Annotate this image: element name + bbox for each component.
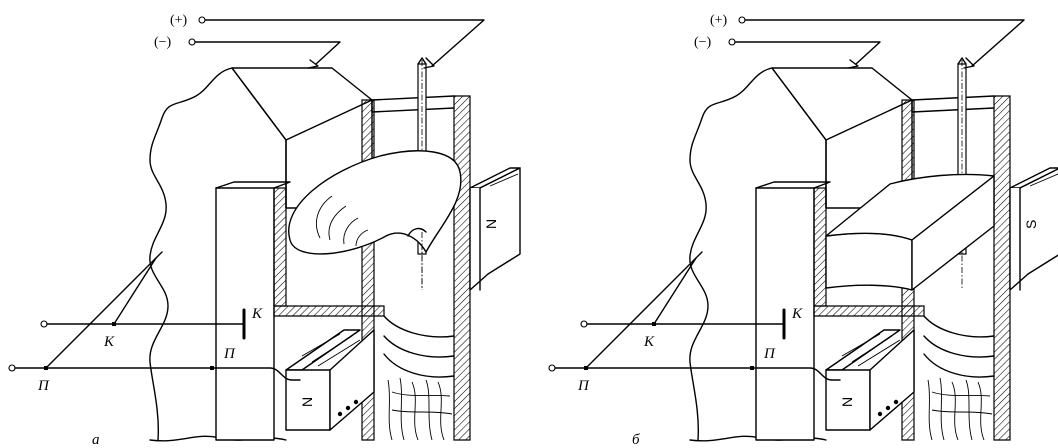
contact-p-left-label: П — [577, 378, 590, 394]
terminal-minus-label: (−) — [154, 35, 172, 50]
contact-k-label: К — [791, 306, 803, 322]
contact-p-left-label: П — [37, 378, 50, 394]
terminal-plus-label: (+) — [170, 13, 188, 28]
panel-a: (+) (−) К К П П N N а — [7, 13, 522, 448]
pole-right-label: S — [1023, 220, 1039, 229]
contact-p-mid-label: П — [763, 346, 776, 362]
panel-b: (+) (−) К К П П S N б — [547, 13, 1058, 448]
pole-bottom-label: N — [299, 397, 315, 407]
contact-k-label: К — [251, 306, 263, 322]
contact-p-mid-label: П — [223, 346, 236, 362]
pole-bottom-label: N — [839, 397, 855, 407]
caption-b: б — [632, 432, 640, 448]
contact-k-left-label: К — [103, 334, 115, 350]
contact-k-left-label: К — [643, 334, 655, 350]
caption-a: а — [92, 432, 100, 448]
terminal-plus-label: (+) — [710, 13, 728, 28]
terminal-minus-label: (−) — [694, 35, 712, 50]
pole-right-label: N — [483, 219, 499, 229]
